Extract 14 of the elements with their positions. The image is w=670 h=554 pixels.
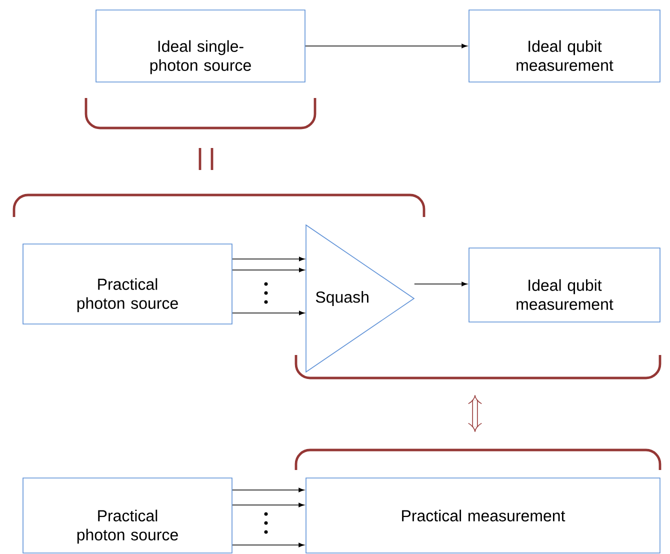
process-box: Practical photon source	[22, 244, 232, 324]
arrow	[232, 256, 305, 262]
arrow	[305, 44, 468, 48]
arrow	[414, 282, 468, 286]
process-box: Ideal qubit measurement	[468, 248, 660, 322]
process-box: Practical measurement	[306, 478, 660, 554]
arrow	[232, 542, 304, 548]
process-box: Ideal single-photon source	[96, 10, 306, 82]
arrow	[232, 502, 304, 508]
process-box: Practical photon source	[22, 478, 232, 554]
process-box: Ideal qubit measurement	[468, 10, 660, 82]
arrow	[232, 488, 304, 492]
arrow	[232, 310, 305, 316]
arrow	[232, 268, 305, 272]
